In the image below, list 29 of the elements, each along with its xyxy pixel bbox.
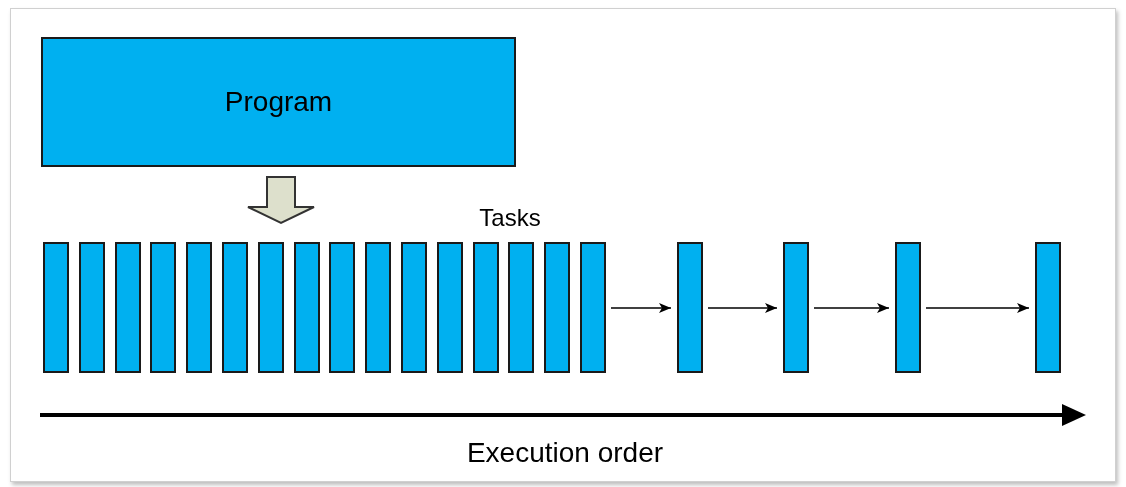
task-bar xyxy=(401,242,427,373)
arrow xyxy=(925,303,1030,313)
task-bar xyxy=(222,242,248,373)
task-bar xyxy=(508,242,534,373)
box-title: Program xyxy=(224,85,333,119)
task-bar xyxy=(294,242,320,373)
task-bar xyxy=(115,242,141,373)
arrow xyxy=(813,303,890,313)
task-bar xyxy=(365,242,391,373)
arrow xyxy=(610,303,672,313)
task-bar xyxy=(79,242,105,373)
task-bar xyxy=(258,242,284,373)
task-bar xyxy=(43,242,69,373)
task-bar xyxy=(437,242,463,373)
task-bar xyxy=(1035,242,1061,373)
arrow xyxy=(707,303,778,313)
task-bar xyxy=(473,242,499,373)
block-arrow xyxy=(247,176,315,225)
task-bar xyxy=(783,242,809,373)
axis-label: Execution order xyxy=(466,437,664,468)
task-bar xyxy=(329,242,355,373)
task-bar xyxy=(544,242,570,373)
process-box xyxy=(41,37,516,167)
task-bar xyxy=(895,242,921,373)
task-bar xyxy=(186,242,212,373)
task-bar xyxy=(677,242,703,373)
task-bar xyxy=(580,242,606,373)
task-bar xyxy=(150,242,176,373)
group-label: Tasks xyxy=(479,204,541,231)
